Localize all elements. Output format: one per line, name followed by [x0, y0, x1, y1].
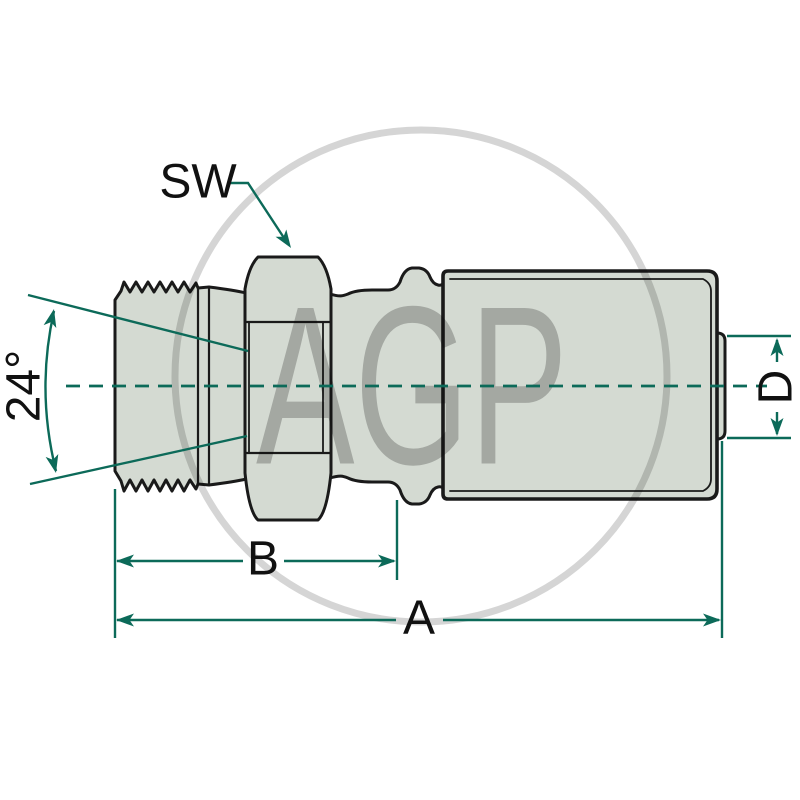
sw-arrowhead	[275, 229, 291, 248]
a-arrow-left	[116, 613, 134, 627]
angle-label: 24°	[0, 350, 51, 423]
a-arrow-right	[703, 613, 721, 627]
dimension-sw: SW	[159, 156, 291, 248]
b-label: B	[247, 533, 279, 586]
dimension-d: D	[727, 334, 800, 440]
sw-label: SW	[159, 156, 237, 209]
watermark-ring	[171, 126, 671, 626]
angle-arrow-bottom	[45, 453, 59, 473]
d-arrow-bottom	[770, 418, 784, 436]
d-label: D	[750, 370, 800, 405]
angle-line-upper	[27, 293, 249, 353]
dimensions: SW 24° B	[0, 156, 800, 645]
sw-leader-line	[228, 181, 290, 245]
d-arrow-top	[770, 338, 784, 356]
angle-line-lower	[29, 434, 248, 486]
b-arrow-left	[116, 554, 134, 568]
dimension-angle: 24°	[0, 293, 249, 486]
angle-arc	[44, 310, 58, 472]
hex-nut	[243, 255, 333, 522]
a-label: A	[403, 592, 435, 645]
angle-arrow-top	[43, 309, 57, 329]
dimension-b: B	[116, 533, 396, 586]
b-arrow-right	[378, 554, 396, 568]
dimension-a: A	[116, 592, 721, 645]
